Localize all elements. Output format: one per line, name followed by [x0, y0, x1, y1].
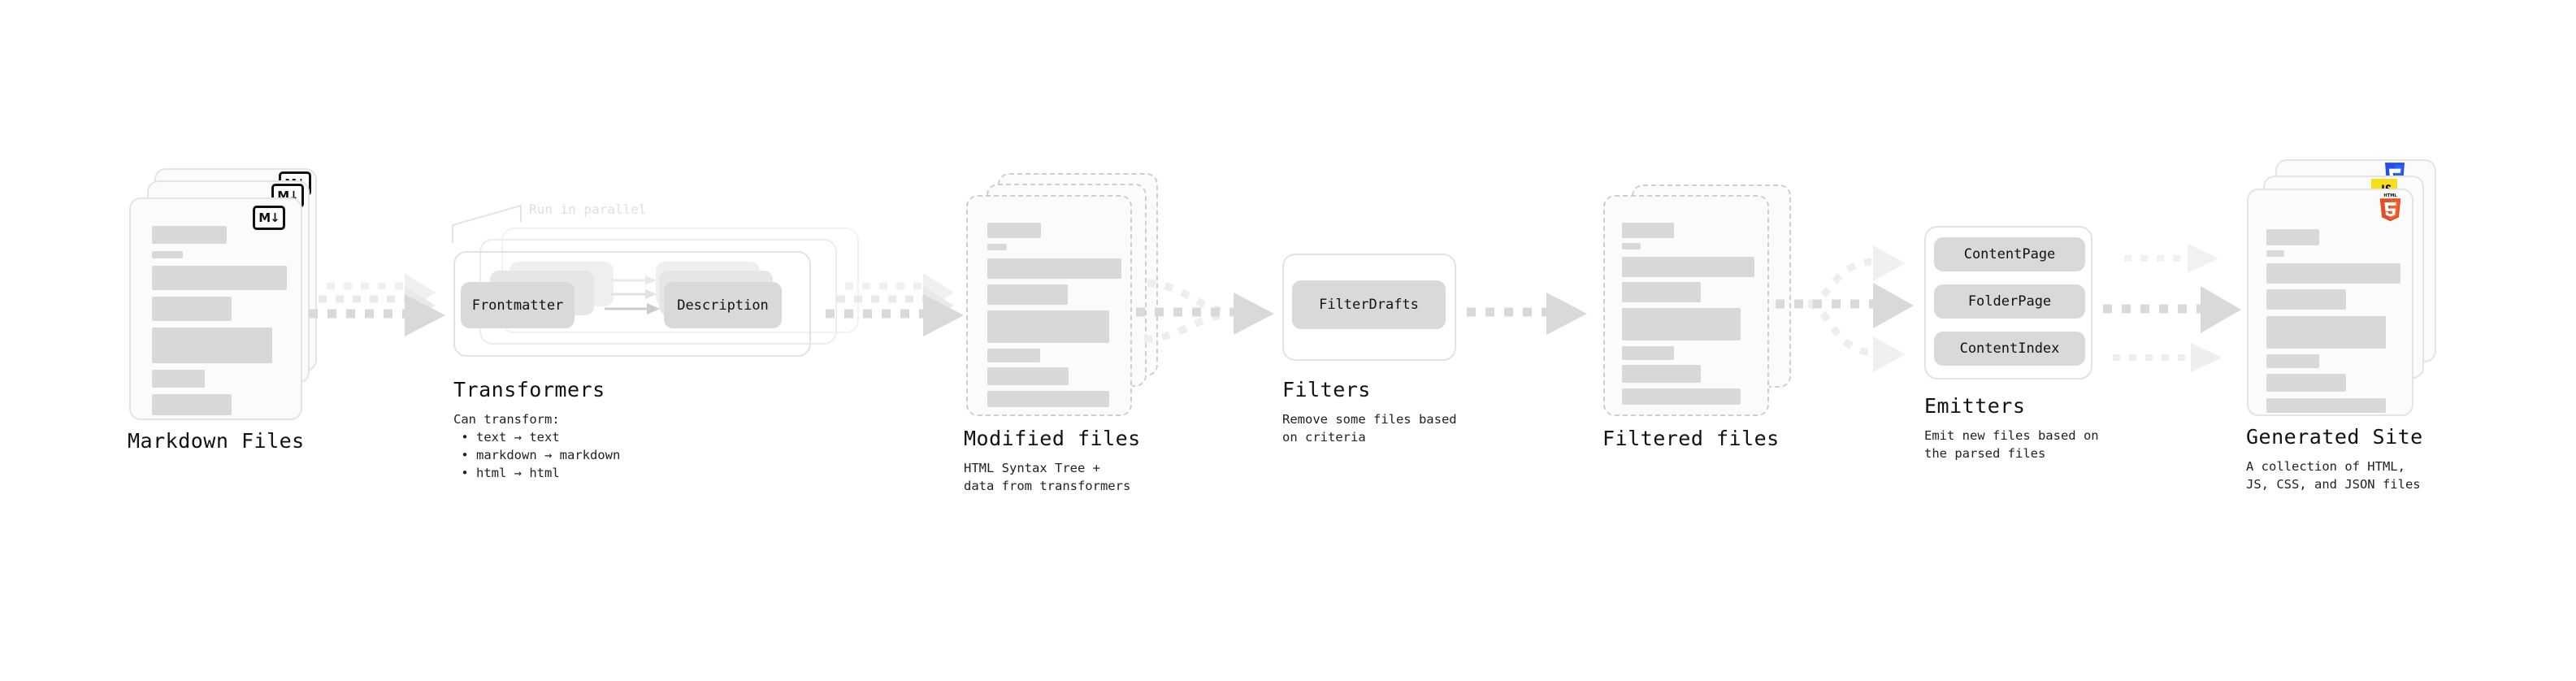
- skeleton-bar: [1622, 308, 1741, 340]
- transformer-chip-description[interactable]: Description: [664, 282, 782, 328]
- skeleton-bar: [152, 251, 183, 258]
- emitter-chip-contentindex[interactable]: ContentIndex: [1934, 332, 2085, 366]
- skeleton-bar: [152, 394, 232, 415]
- filters-panel: [1282, 254, 1456, 361]
- skeleton-bar: [987, 391, 1109, 407]
- emitter-chip-contentpage[interactable]: ContentPage: [1934, 237, 2085, 271]
- skeleton-bar: [987, 367, 1069, 385]
- skeleton-bar: [152, 226, 227, 244]
- site-sheet-front: [2247, 189, 2413, 416]
- skeleton-bar: [987, 223, 1041, 238]
- skeleton-bar: [152, 297, 232, 321]
- stage-title-transformers: Transformers: [453, 378, 605, 401]
- connector-transformers-to-modified: [822, 268, 977, 358]
- skeleton-bar: [152, 266, 287, 290]
- skeleton-bar: [2266, 374, 2346, 392]
- stage-title-filters: Filters: [1282, 378, 1371, 401]
- skeleton-bar: [2266, 398, 2386, 413]
- skeleton-bar: [1622, 282, 1701, 302]
- skeleton-bar: [1622, 365, 1701, 383]
- stage-title-generated-site: Generated Site: [2246, 425, 2423, 449]
- emitters-panel: [1924, 226, 2092, 380]
- modified-sheet-front: [966, 195, 1132, 416]
- skeleton-bar: [987, 244, 1007, 250]
- skeleton-bar: [987, 258, 1121, 279]
- stage-title-modified-files: Modified files: [964, 427, 1141, 450]
- skeleton-bar: [1622, 388, 1741, 405]
- skeleton-bar: [2266, 354, 2319, 368]
- skeleton-bar: [1622, 257, 1754, 277]
- filtered-sheet-front: [1603, 195, 1769, 416]
- connector-filters-to-filtered: [1467, 289, 1597, 338]
- stage-title-markdown-files: Markdown Files: [128, 429, 305, 453]
- stage-subtitle-emitters: Emit new files based on the parsed files: [1924, 428, 2099, 461]
- skeleton-bar: [1622, 346, 1674, 360]
- skeleton-bar: [2266, 316, 2386, 349]
- markdown-sheet-front: [129, 197, 302, 420]
- emitter-chip-folderpage[interactable]: FolderPage: [1934, 284, 2085, 319]
- skeleton-bar: [987, 349, 1040, 362]
- stage-subtitle-filters: Remove some files based on criteria: [1282, 412, 1457, 445]
- parallel-annotation: Run in parallel: [529, 202, 647, 217]
- skeleton-bar: [1622, 223, 1674, 238]
- skeleton-bar: [152, 370, 205, 388]
- connector-md-to-transformers: [307, 268, 453, 358]
- skeleton-bar: [1622, 243, 1641, 249]
- connector-emitters-to-site: [2103, 232, 2257, 386]
- skeleton-bar: [987, 310, 1109, 343]
- stage-subtitle-generated-site: A collection of HTML, JS, CSS, and JSON …: [2246, 459, 2421, 492]
- filter-chip-filterdrafts[interactable]: FilterDrafts: [1292, 280, 1446, 329]
- stage-title-filtered-files: Filtered files: [1602, 427, 1780, 450]
- skeleton-bar: [987, 284, 1068, 305]
- skeleton-bar: [152, 327, 272, 363]
- html5-icon: HTML: [2379, 193, 2401, 222]
- svg-text:HTML: HTML: [2383, 193, 2397, 198]
- skeleton-bar: [2266, 250, 2284, 257]
- parallel-bracket: [452, 204, 522, 243]
- connector-modified-to-filters: [1136, 268, 1282, 358]
- transformer-chip-frontmatter[interactable]: Frontmatter: [461, 282, 575, 328]
- markdown-icon: M↓: [253, 206, 285, 230]
- skeleton-bar: [2266, 289, 2346, 310]
- stage-subtitle-transformers: Can transform: • text → text • markdown …: [453, 412, 621, 480]
- stage-subtitle-modified-files: HTML Syntax Tree + data from transformer…: [964, 461, 1131, 493]
- skeleton-bar: [2266, 229, 2319, 245]
- skeleton-bar: [2266, 263, 2400, 284]
- transformer-inner-arrows: [605, 275, 660, 314]
- stage-title-emitters: Emitters: [1924, 394, 2026, 418]
- transformers-panel: [453, 251, 811, 357]
- connector-filtered-to-emitters: [1776, 228, 1930, 382]
